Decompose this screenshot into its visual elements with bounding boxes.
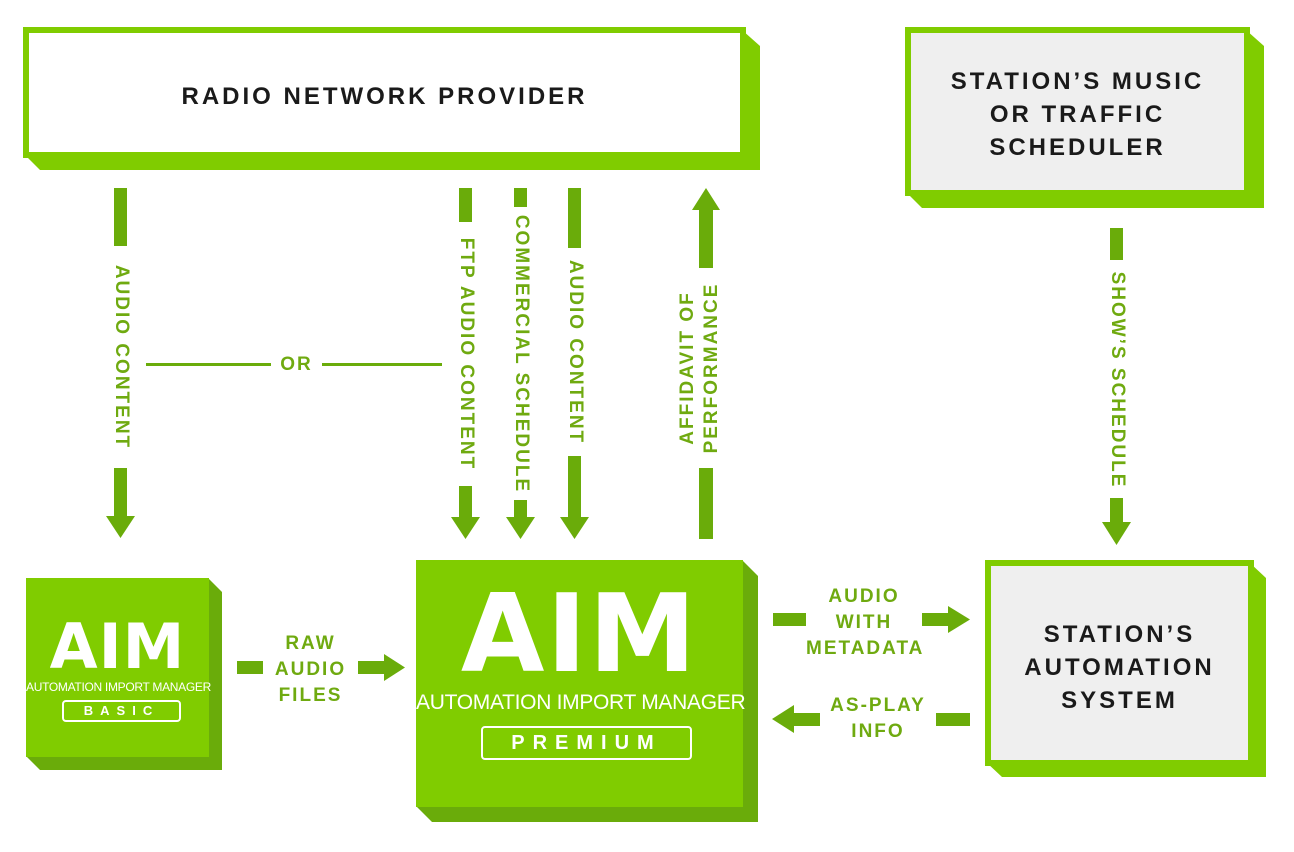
arrow-audio-content-premium <box>560 188 589 539</box>
aim-premium-subtitle: AUTOMATION IMPORT MANAGER <box>416 691 746 714</box>
music-scheduler-line-3: SCHEDULER <box>989 134 1166 161</box>
label-audio-content-basic: AUDIO CONTENT <box>110 264 132 450</box>
automation-system-line-1: STATION’S <box>1043 621 1196 648</box>
audio-with-metadata-line-1: AUDIO <box>828 586 900 607</box>
automation-system-line-2: AUTOMATION <box>1024 654 1215 681</box>
label-affidavit-of-performance: AFFIDAVIT OF PERFORMANCE <box>676 283 724 454</box>
arrow-as-play-info <box>772 705 970 733</box>
label-audio-with-metadata: AUDIO WITH METADATA <box>806 584 922 662</box>
aim-premium-box <box>416 560 758 822</box>
automation-system-line-3: SYSTEM <box>1061 687 1178 714</box>
aim-premium-tier-badge: PREMIUM <box>481 726 692 760</box>
arrow-shows-schedule <box>1102 228 1131 545</box>
aim-premium-logo: AIM <box>460 572 699 697</box>
label-or: OR <box>280 354 313 375</box>
arrow-ftp-audio-content <box>451 188 480 539</box>
arrow-commercial-schedule <box>506 188 535 539</box>
arrow-audio-content-basic <box>106 188 135 538</box>
radio-network-provider-box <box>23 27 760 170</box>
aim-basic-logo: AIM <box>49 610 186 683</box>
label-audio-content-premium: AUDIO CONTENT <box>564 259 586 445</box>
as-play-info-line-1: AS-PLAY <box>830 695 926 716</box>
aim-basic-tier-badge: BASIC <box>62 700 181 722</box>
music-scheduler-box <box>905 27 1264 208</box>
affidavit-line-1: AFFIDAVIT OF <box>677 291 698 445</box>
label-shows-schedule: SHOW’S SCHEDULE <box>1106 271 1128 489</box>
arrow-audio-with-metadata <box>773 606 970 633</box>
or-connector-line <box>146 363 442 366</box>
automation-system-box <box>985 560 1266 777</box>
radio-network-provider-label: RADIO NETWORK PROVIDER <box>181 83 588 110</box>
arrow-affidavit-of-performance <box>692 188 720 539</box>
music-scheduler-line-2: OR TRAFFIC <box>989 101 1166 128</box>
label-commercial-schedule: COMMERCIAL SCHEDULE <box>510 214 532 494</box>
affidavit-line-2: PERFORMANCE <box>701 282 722 454</box>
label-raw-audio-files: RAW AUDIO FILES <box>263 631 358 709</box>
aim-basic-box <box>26 578 222 770</box>
music-scheduler-label: STATION’S MUSIC OR TRAFFIC SCHEDULER <box>908 65 1247 164</box>
raw-audio-files-line-2: AUDIO <box>274 659 347 680</box>
raw-audio-files-line-1: RAW <box>285 633 336 654</box>
aim-basic-subtitle: AUTOMATION IMPORT MANAGER <box>26 680 211 694</box>
label-ftp-audio-content: FTP AUDIO CONTENT <box>455 237 477 471</box>
music-scheduler-line-1: STATION’S MUSIC <box>950 68 1205 95</box>
audio-with-metadata-line-3: METADATA <box>806 638 925 659</box>
arrow-raw-audio-files <box>237 654 405 681</box>
audio-with-metadata-line-2: WITH <box>835 612 893 633</box>
label-as-play-info: AS-PLAY INFO <box>820 693 936 745</box>
automation-system-label: STATION’S AUTOMATION SYSTEM <box>988 618 1251 717</box>
as-play-info-line-2: INFO <box>851 721 905 742</box>
raw-audio-files-line-3: FILES <box>278 685 343 706</box>
